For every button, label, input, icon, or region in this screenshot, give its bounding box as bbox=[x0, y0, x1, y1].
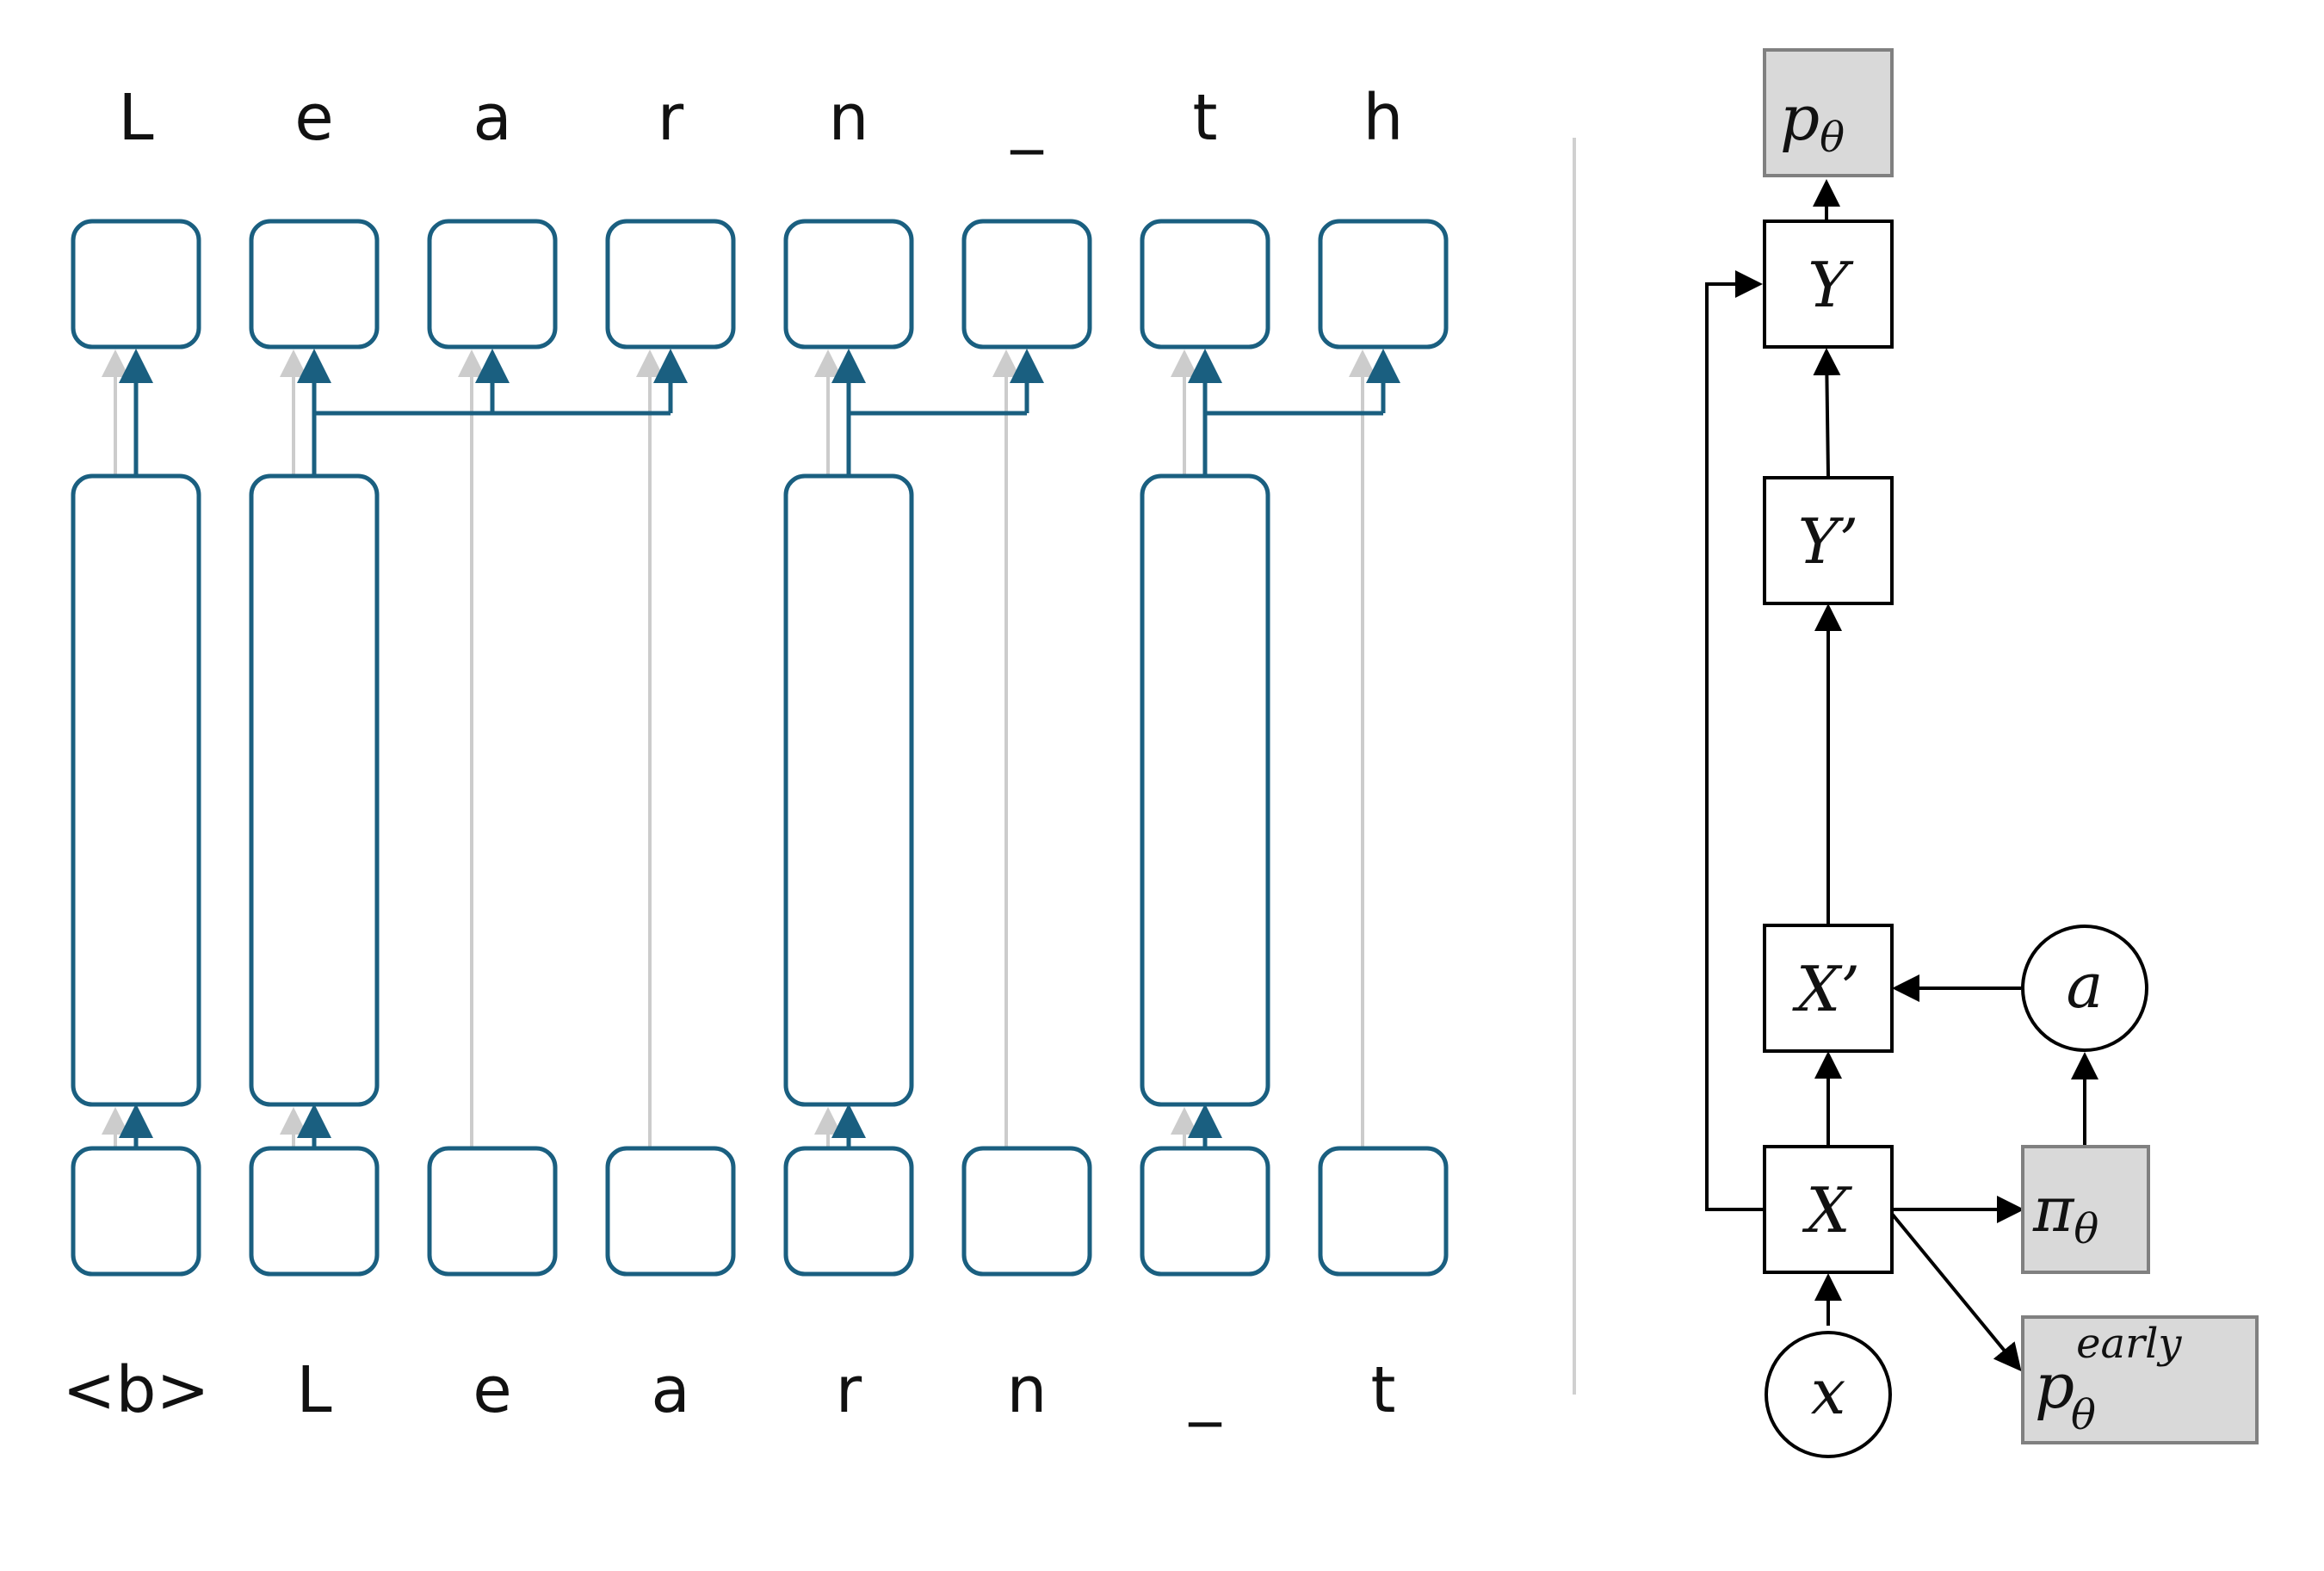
output-char: a bbox=[473, 81, 511, 155]
graph-edges bbox=[1705, 179, 2098, 1372]
input-char: L bbox=[296, 1353, 331, 1427]
x-node bbox=[1765, 1331, 1892, 1458]
pi-theta-label: πθ bbox=[2032, 1173, 2098, 1253]
X-box bbox=[1763, 1145, 1894, 1274]
edge-X-skip-to-Y bbox=[1705, 270, 1765, 1211]
input-box bbox=[71, 1146, 201, 1277]
output-box bbox=[71, 219, 201, 349]
layer-block bbox=[71, 473, 201, 1107]
p-theta-label: pθ bbox=[1780, 82, 1845, 162]
hierarchy-connections bbox=[119, 349, 1400, 1148]
input-box bbox=[427, 1146, 558, 1277]
input-box bbox=[961, 1146, 1092, 1277]
skip-connections bbox=[102, 349, 1376, 1148]
output-token-boxes bbox=[71, 219, 1449, 349]
output-box bbox=[605, 219, 736, 349]
input-box bbox=[605, 1146, 736, 1277]
layer-block bbox=[249, 473, 380, 1107]
output-box bbox=[783, 219, 914, 349]
output-box bbox=[249, 219, 380, 349]
input-char: _ bbox=[1189, 1353, 1222, 1427]
Y-box bbox=[1763, 220, 1894, 349]
input-box bbox=[1140, 1146, 1270, 1277]
output-char: h bbox=[1363, 81, 1404, 155]
input-char: <b> bbox=[63, 1353, 210, 1427]
output-char: t bbox=[1192, 81, 1217, 155]
output-char: n bbox=[829, 81, 869, 155]
pi-theta-box bbox=[2021, 1145, 2150, 1274]
a-label: a bbox=[2067, 949, 2104, 1022]
input-char: t bbox=[1370, 1353, 1395, 1427]
p-early-label: pearly bbox=[2035, 1320, 2182, 1422]
Y-prime-label: Y’ bbox=[1798, 505, 1858, 578]
input-box bbox=[783, 1146, 914, 1277]
p-early-sub-label: θ bbox=[2071, 1391, 2096, 1439]
input-char: a bbox=[651, 1353, 689, 1427]
input-token-boxes bbox=[71, 1146, 1449, 1277]
layer-blocks bbox=[71, 473, 1270, 1107]
output-box bbox=[961, 219, 1092, 349]
p-early-box bbox=[2021, 1315, 2259, 1444]
edge-Y-prime-to-Y bbox=[1813, 348, 1841, 477]
x-label: x bbox=[1811, 1356, 1846, 1428]
input-box bbox=[249, 1146, 380, 1277]
layer-block bbox=[1140, 473, 1270, 1107]
output-char: e bbox=[294, 81, 334, 155]
input-box bbox=[1318, 1146, 1449, 1277]
output-char: _ bbox=[1011, 81, 1044, 155]
Y-label: Y bbox=[1808, 249, 1854, 321]
right-diagram: pθ Y Y’ X’ X a x πθ pearly θ bbox=[1705, 48, 2259, 1458]
input-char: n bbox=[1007, 1353, 1048, 1427]
Y-prime-box bbox=[1763, 476, 1894, 605]
input-char: e bbox=[473, 1353, 512, 1427]
layer-block bbox=[783, 473, 914, 1107]
a-node bbox=[2021, 925, 2148, 1052]
output-box bbox=[1140, 219, 1270, 349]
output-box bbox=[427, 219, 558, 349]
output-char: r bbox=[658, 81, 684, 155]
X-label: X bbox=[1802, 1174, 1852, 1246]
edge-X-to-p-early bbox=[1890, 1212, 2022, 1372]
X-prime-label: X’ bbox=[1792, 953, 1860, 1025]
output-box bbox=[1318, 219, 1449, 349]
X-prime-box bbox=[1763, 924, 1894, 1053]
input-char: r bbox=[836, 1353, 862, 1427]
p-theta-box bbox=[1763, 48, 1894, 177]
output-char: L bbox=[118, 81, 153, 155]
